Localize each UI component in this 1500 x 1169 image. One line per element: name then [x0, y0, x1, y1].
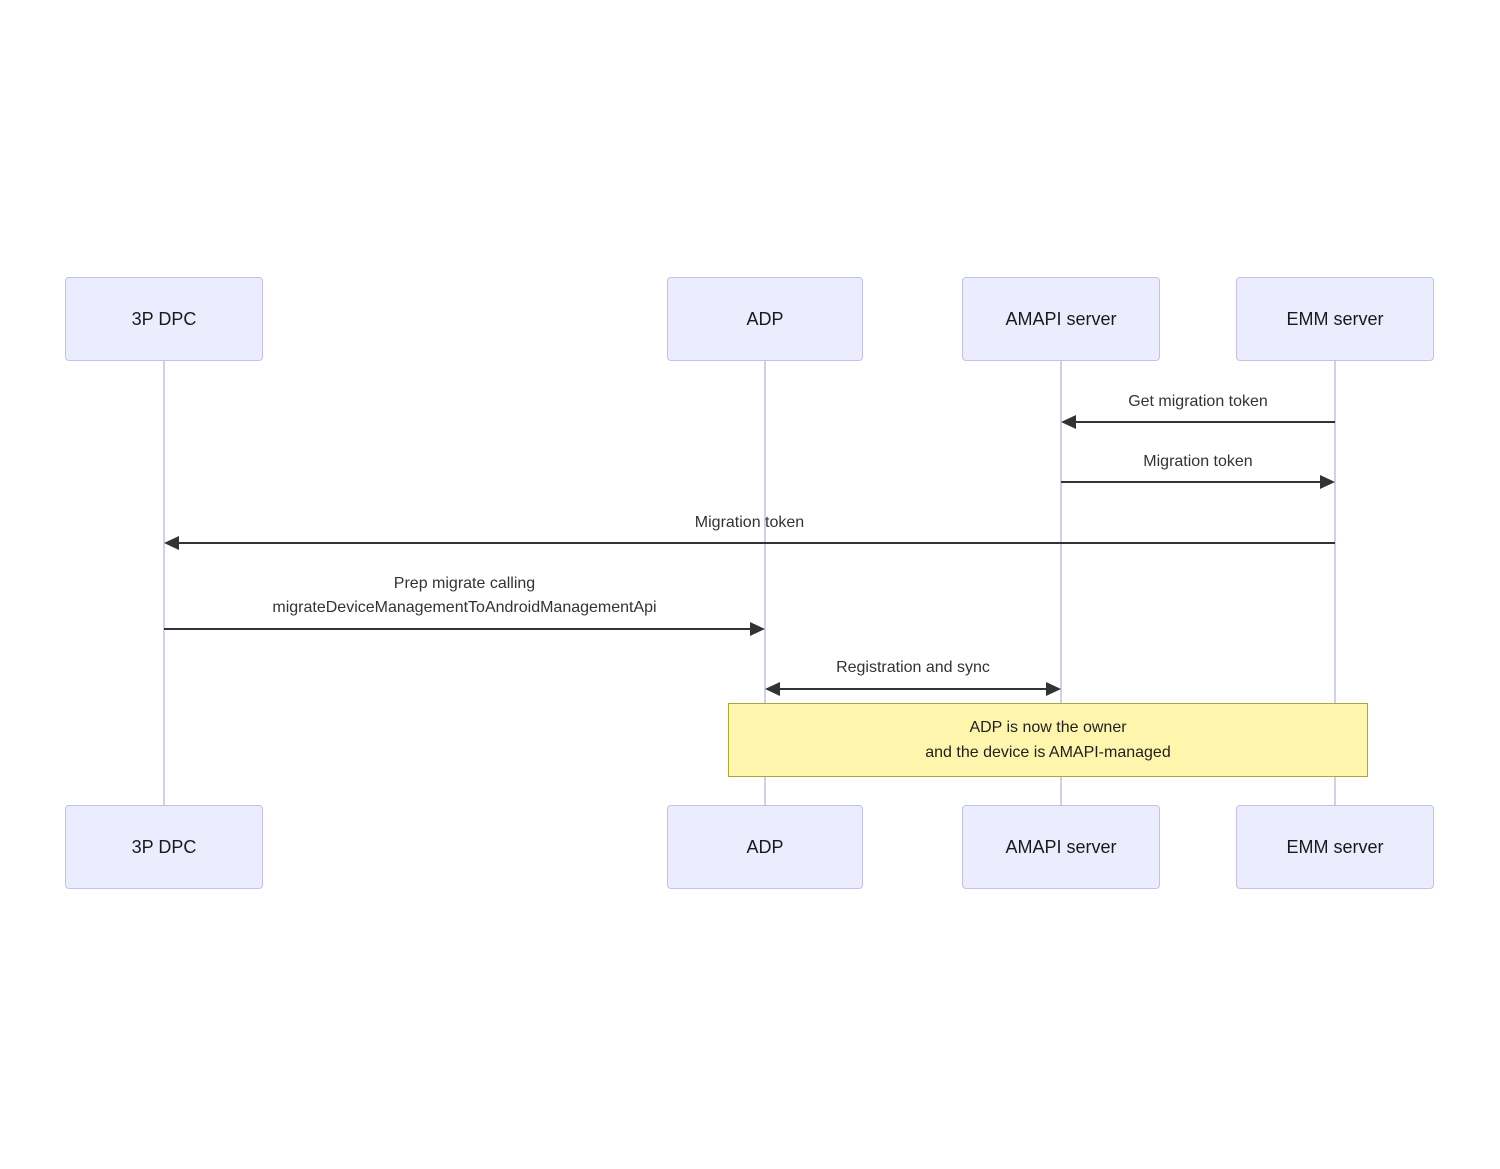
- actor-top-amapi-server: AMAPI server: [962, 277, 1160, 361]
- actor-label: 3P DPC: [131, 836, 197, 857]
- note-line2: and the device is AMAPI-managed: [925, 744, 1171, 761]
- message-line-get-migration-token: [1075, 421, 1335, 423]
- message-line-migration-token-emm-dpc: [178, 542, 1335, 544]
- lifeline-adp: [764, 361, 766, 805]
- arrowhead-left-icon: [1061, 415, 1076, 429]
- lifeline-emm-server: [1334, 361, 1336, 805]
- actor-top-adp: ADP: [667, 277, 863, 361]
- message-label-registration-and-sync: Registration and sync: [836, 659, 990, 676]
- actor-top-3p-dpc: 3P DPC: [65, 277, 263, 361]
- actor-label: EMM server: [1286, 836, 1384, 857]
- arrowhead-right-icon: [750, 622, 765, 636]
- actor-label: AMAPI server: [1005, 308, 1117, 329]
- actor-label: ADP: [746, 308, 784, 329]
- note-line1: ADP is now the owner: [969, 719, 1127, 736]
- lifeline-3p-dpc: [163, 361, 165, 805]
- actor-bottom-amapi-server: AMAPI server: [962, 805, 1160, 889]
- actor-bottom-emm-server: EMM server: [1236, 805, 1434, 889]
- actor-top-emm-server: EMM server: [1236, 277, 1434, 361]
- message-label-line1: Prep migrate calling: [393, 575, 536, 592]
- note-adp-owner: ADP is now the owner and the device is A…: [728, 703, 1368, 777]
- message-line-prep-migrate: [164, 628, 751, 630]
- message-label-get-migration-token: Get migration token: [1128, 393, 1268, 410]
- actor-label: EMM server: [1286, 308, 1384, 329]
- arrowhead-right-icon: [1046, 682, 1061, 696]
- arrowhead-left-icon: [164, 536, 179, 550]
- message-label-migration-token-amapi-emm: Migration token: [1143, 453, 1253, 470]
- arrowhead-left-icon: [765, 682, 780, 696]
- message-label-line2: migrateDeviceManagementToAndroidManageme…: [272, 599, 657, 616]
- actor-label: 3P DPC: [131, 308, 197, 329]
- message-line-registration-and-sync: [779, 688, 1047, 690]
- actor-label: AMAPI server: [1005, 836, 1117, 857]
- actor-label: ADP: [746, 836, 784, 857]
- actor-bottom-adp: ADP: [667, 805, 863, 889]
- lifeline-amapi-server: [1060, 361, 1062, 805]
- message-label-prep-migrate: Prep migrate calling migrateDeviceManage…: [164, 572, 765, 620]
- message-line-migration-token-amapi-emm: [1061, 481, 1321, 483]
- arrowhead-right-icon: [1320, 475, 1335, 489]
- actor-bottom-3p-dpc: 3P DPC: [65, 805, 263, 889]
- message-label-migration-token-emm-dpc: Migration token: [694, 514, 805, 531]
